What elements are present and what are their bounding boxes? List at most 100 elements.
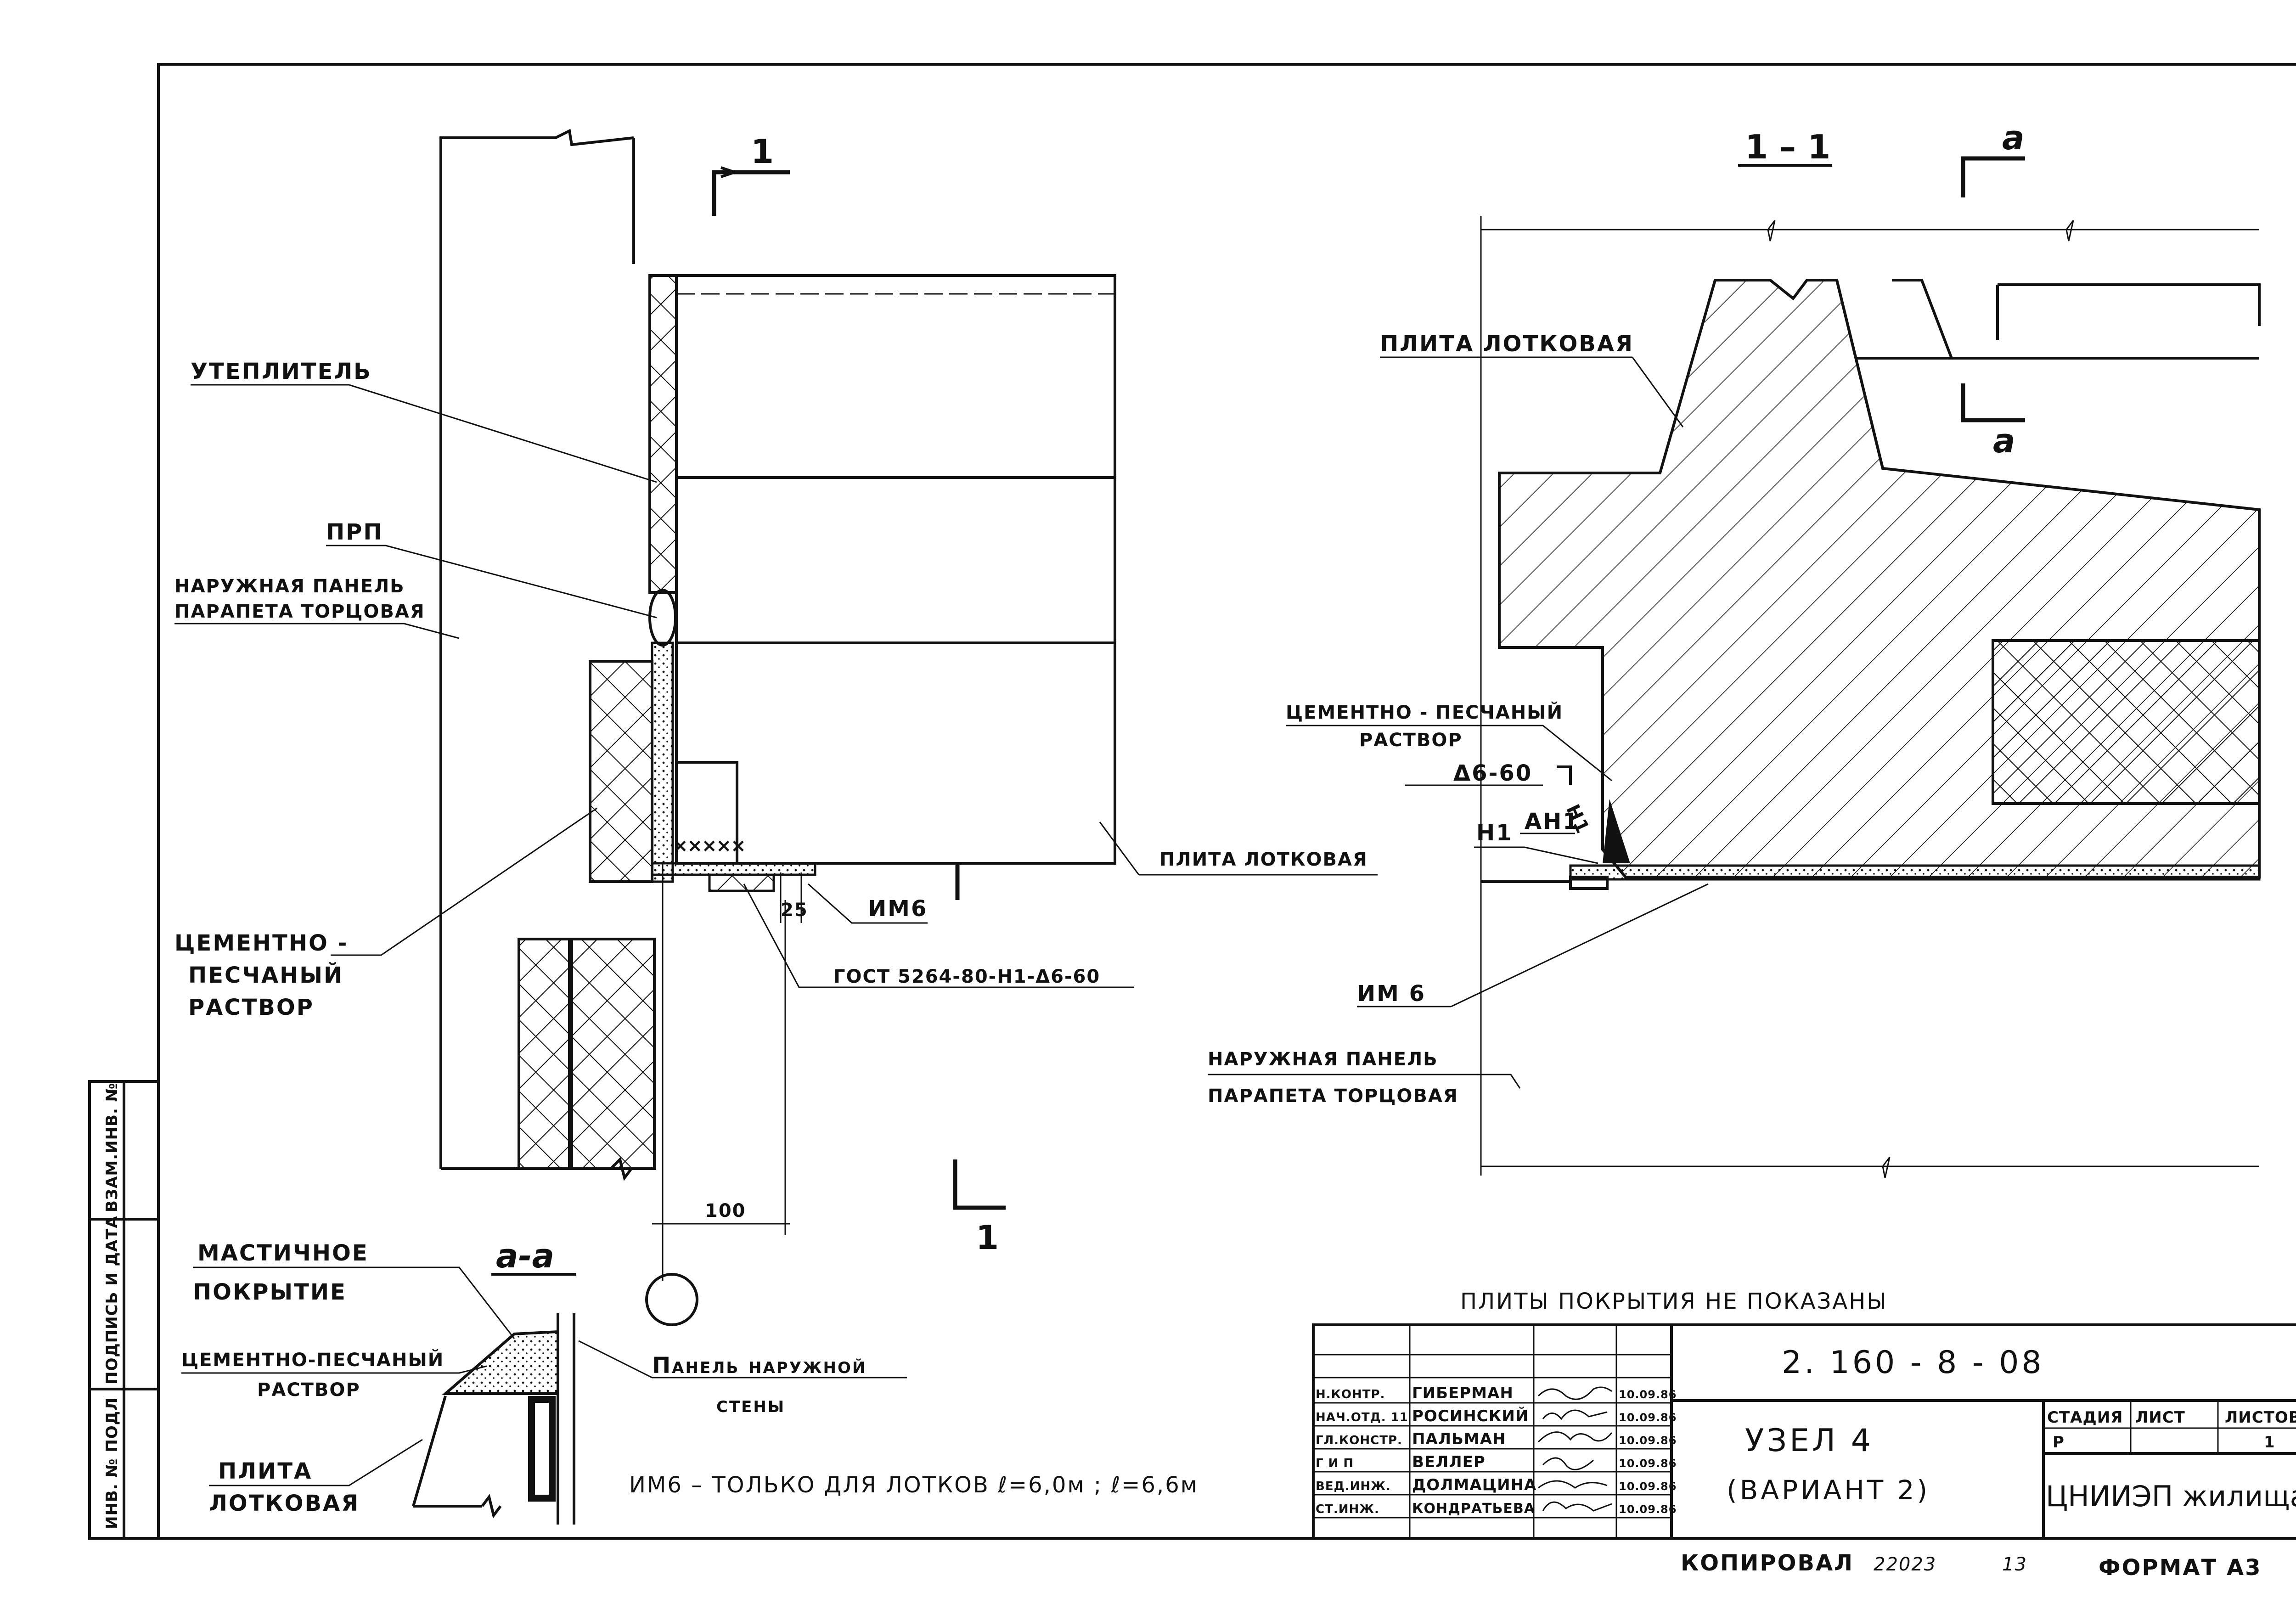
val-sheets: 1	[2264, 1433, 2275, 1452]
val-stage: Р	[2053, 1433, 2065, 1452]
hdr-sheets: ЛИСТОВ	[2225, 1408, 2296, 1427]
label-n1-left: Н1	[1476, 820, 1513, 846]
label-prp: ПРП	[326, 519, 383, 545]
label-mortar-left-1: ЦЕМЕНТНО -	[174, 930, 348, 956]
label-mortar-right-1: ЦЕМЕНТНО - ПЕСЧАНЫЙ	[1286, 701, 1563, 723]
footer-copied-label: КОПИРОВАЛ	[1681, 1550, 1854, 1576]
staff-name-4: ДОЛМАЦИНА	[1412, 1476, 1536, 1494]
staff-role-1: НАЧ.ОТД. 11	[1316, 1411, 1408, 1424]
section-mark-top	[712, 170, 790, 216]
staff-date-1: 10.09.86	[1619, 1411, 1677, 1424]
label-mortar-right-2: РАСТВОР	[1359, 730, 1463, 751]
svg-text:×××××: ×××××	[673, 835, 745, 856]
insulation-strip	[648, 274, 678, 594]
title-block: 2. 160 - 8 - 08 УЗЕЛ 4 (ВАРИАНТ 2) ЦНИИЭ…	[1312, 1323, 2296, 1540]
staff-role-0: Н.КОНТР.	[1316, 1388, 1385, 1401]
mortar-joint	[651, 641, 674, 883]
sheet-frame	[157, 63, 2296, 1540]
hdr-stage: СТАДИЯ	[2047, 1408, 2123, 1427]
footer-copied-page: 13	[2002, 1554, 2027, 1575]
staff-name-5: КОНДРАТЬЕВА	[1412, 1501, 1535, 1517]
label-mortar-left-2: ПЕСЧАНЫЙ	[188, 962, 343, 988]
stamp-vzam-inv: ВЗАМ.ИНВ. №	[103, 1082, 121, 1212]
stamp-podpis-data: ПОДПИСЬ И ДАТА	[103, 1215, 121, 1384]
label-mastic-1: МАСТИЧНОЕ	[197, 1240, 369, 1266]
label-outer-panel-right-1: НАРУЖНАЯ ПАНЕЛЬ	[1208, 1049, 1438, 1070]
stamp-inv-podl: ИНВ. № ПОДЛ	[103, 1397, 121, 1529]
signatures	[1537, 1386, 1613, 1512]
title-line-2: (ВАРИАНТ 2)	[1727, 1474, 1930, 1506]
detail-a-a-title: а-а	[496, 1237, 554, 1275]
staff-date-4: 10.09.86	[1619, 1480, 1677, 1493]
slab-block-2	[675, 476, 1116, 644]
slab-block-1	[675, 274, 1116, 479]
prp-gasket	[648, 589, 677, 647]
mastic-coating	[441, 1330, 559, 1395]
mark-a-bottom-label: а	[1993, 422, 2015, 460]
embed-plate-im6	[651, 862, 816, 876]
dim-100: 100	[705, 1200, 746, 1221]
bottom-mortar-strip	[1569, 864, 2261, 881]
label-mortar-left-3: РАСТВОР	[188, 995, 314, 1020]
section-mark-a-top	[1961, 156, 2025, 197]
label-gost: ГОСТ 5264-80-Н1-Δ6-60	[833, 966, 1100, 987]
staff-name-3: ВЕЛЛЕР	[1412, 1453, 1486, 1471]
label-mortar-aa-1: ЦЕМЕНТНО-ПЕСЧАНЫЙ	[181, 1349, 444, 1371]
label-plita-aa-2: ЛОТКОВАЯ	[209, 1491, 360, 1516]
section-mark-top-label: 1	[751, 132, 774, 171]
footer-copied-num: 22023	[1874, 1554, 1936, 1575]
detail-a-a: а-а МАСТИЧНОЕ ПОКРЫТИЕ ЦЕМЕНТНО-ПЕСЧАНЫЙ…	[181, 1237, 907, 1525]
label-weld: Δ6-60	[1453, 760, 1532, 786]
note-not-shown: ПЛИТЫ ПОКРЫТИЯ НЕ ПОКАЗАНЫ	[1460, 1289, 1888, 1314]
section-1-1-title: 1 – 1	[1745, 128, 1830, 166]
staff-role-3: Г И П	[1316, 1457, 1354, 1470]
lower-column-1	[518, 938, 571, 1170]
label-plita-right: ПЛИТА ЛОТКОВАЯ	[1380, 331, 1634, 357]
lower-column-2	[570, 938, 656, 1170]
insulation-block-right	[1992, 639, 2261, 805]
footer-format: ФОРМАТ А3	[2099, 1555, 2262, 1581]
embed-plate-right	[1569, 876, 1609, 890]
staff-date-5: 10.09.86	[1619, 1503, 1677, 1516]
mortar-block-left	[589, 660, 653, 883]
section-mark-bottom-label: 1	[976, 1218, 999, 1257]
label-plita-aa-1: ПЛИТА	[218, 1458, 312, 1484]
label-mortar-aa-2: РАСТВОР	[257, 1379, 360, 1401]
org-name: ЦНИИЭП жилища	[2046, 1480, 2296, 1513]
left-plan-view: 1 ××××× 25 100 1 УТЕПЛИ	[174, 129, 1378, 1326]
staff-date-0: 10.09.86	[1619, 1388, 1677, 1401]
label-plita-left: ПЛИТА ЛОТКОВАЯ	[1159, 849, 1368, 870]
title-line-1: УЗЕЛ 4	[1745, 1423, 1874, 1459]
doc-code: 2. 160 - 8 - 08	[1782, 1345, 2044, 1381]
wall-panel-outline	[439, 129, 634, 1169]
staff-name-1: РОСИНСКИЙ	[1412, 1407, 1529, 1425]
label-uteplitel: УТЕПЛИТЕЛЬ	[191, 359, 372, 384]
label-wall-aa-2: стены	[716, 1392, 785, 1418]
label-outer-panel-1: НАРУЖНАЯ ПАНЕЛЬ	[174, 576, 405, 597]
staff-name-2: ПАЛЬМАН	[1412, 1430, 1506, 1448]
note-im6: ИМ6 – ТОЛЬКО ДЛЯ ЛОТКОВ ℓ=6,0м ; ℓ=6,6м	[629, 1472, 1199, 1498]
section-mark-a-bottom	[1961, 383, 2025, 422]
staff-role-4: ВЕД.ИНЖ.	[1316, 1480, 1391, 1493]
label-im6-left: ИМ6	[868, 896, 928, 922]
staff-role-5: СТ.ИНЖ.	[1316, 1502, 1379, 1516]
label-outer-panel-2: ПАРАПЕТА ТОРЦОВАЯ	[174, 601, 425, 622]
staff-name-0: ГИБЕРМАН	[1412, 1384, 1514, 1402]
label-outer-panel-right-2: ПАРАПЕТА ТОРЦОВАЯ	[1208, 1086, 1458, 1107]
section-mark-bottom	[953, 1159, 1006, 1210]
section-1-1: 1 – 1 а а ПЛИТА ЛОТКОВАЯ ЦЕМЕНТНО -	[1208, 118, 2261, 1178]
label-mastic-2: ПОКРЫТИЕ	[193, 1279, 347, 1305]
mark-a-top-label: а	[2002, 118, 2025, 157]
staff-role-2: ГЛ.КОНСТР.	[1316, 1434, 1402, 1447]
label-im6-right: ИМ 6	[1357, 981, 1426, 1007]
embed-bracket	[675, 761, 738, 863]
staff-date-3: 10.09.86	[1619, 1457, 1677, 1470]
weld-fillet	[1603, 799, 1630, 863]
label-an1: АН1	[1525, 809, 1580, 834]
label-wall-aa-1: Панель наружной	[652, 1353, 867, 1379]
staff-date-2: 10.09.86	[1619, 1434, 1677, 1447]
slab-block-3	[675, 641, 1116, 865]
side-stamp: ИНВ. № ПОДЛ ПОДПИСЬ И ДАТА ВЗАМ.ИНВ. №	[88, 1080, 160, 1540]
axis-bubble	[645, 1273, 698, 1326]
